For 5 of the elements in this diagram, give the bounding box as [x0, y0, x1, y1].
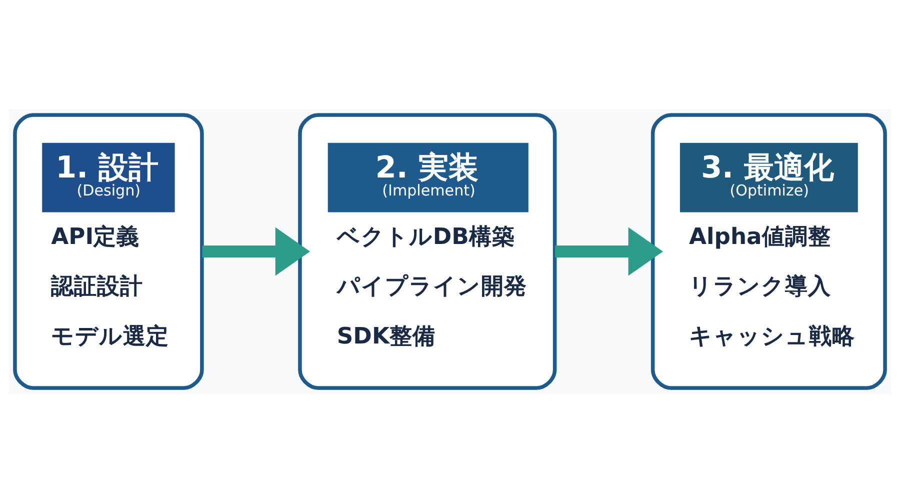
node-box: 2. 実装 (Implement) ベクトルDB構築 パイプライン開発 SDK整備 [298, 112, 557, 390]
node-box: 3. 最適化 (Optimize) Alpha値調整 リランク導入 キャッシュ戦略 [650, 112, 887, 390]
arrow [554, 226, 663, 276]
arrow [202, 226, 310, 276]
node-box: 1. 設計 (Design) API定義 認証設計 モデル選定 [13, 112, 204, 390]
